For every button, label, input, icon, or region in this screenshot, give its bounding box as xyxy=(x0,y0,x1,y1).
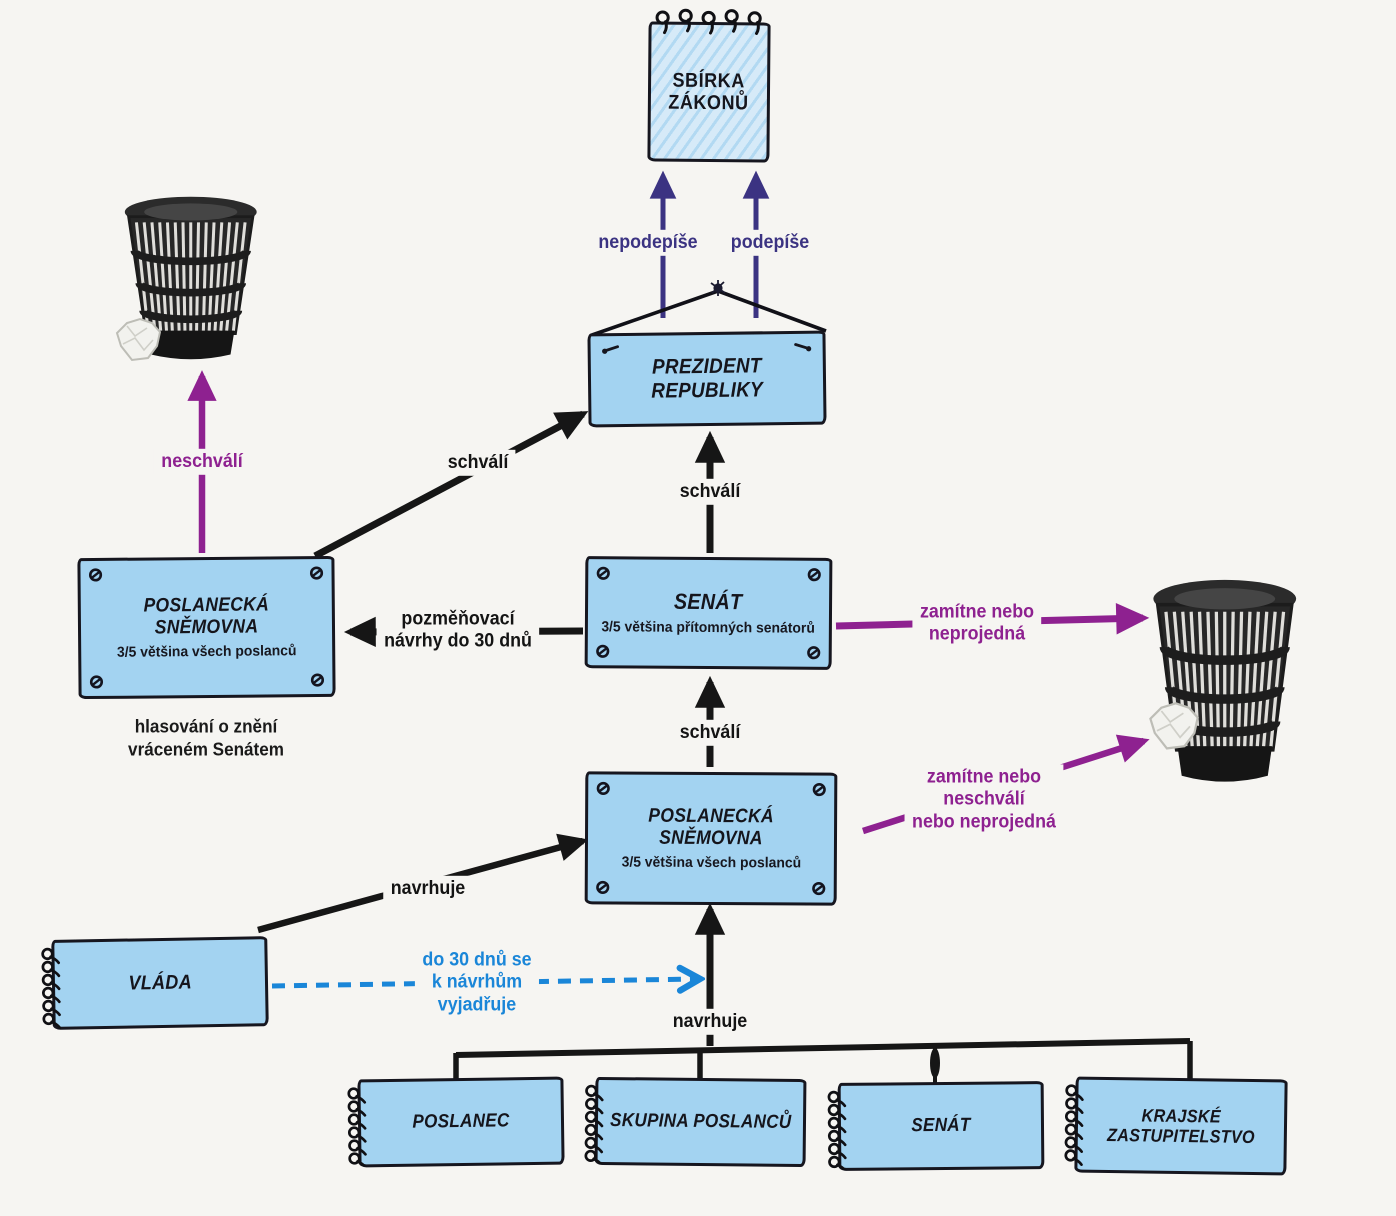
label-do-30-dnu: do 30 dnů se k návrhům vyjadřuje xyxy=(414,947,540,1019)
nail-icon xyxy=(710,280,726,296)
spiral-binding-icon xyxy=(41,947,62,1030)
node-skupina-poslancu: SKUPINA POSLANCŮ xyxy=(584,1076,807,1168)
node-prezident-republiky: PREZIDENT REPUBLIKY xyxy=(587,330,827,428)
label-schvali-senat-prezident: schválí xyxy=(672,478,748,506)
node-title: SENÁT xyxy=(674,588,743,615)
label-navrhuje-navrhovatele: navrhuje xyxy=(665,1008,755,1036)
screw-icon xyxy=(812,881,826,896)
connector-navrhovatele xyxy=(455,1038,1191,1058)
node-title: POSLANECKÁ SNĚMOVNA xyxy=(648,804,774,850)
screw-icon xyxy=(89,675,104,689)
screw-icon xyxy=(596,781,610,796)
label-zamitne-neschvali-neprojedna: zamítne nebo neschválí nebo neprojedná xyxy=(904,764,1064,836)
label-nepodepise: nepodepíše xyxy=(590,229,706,257)
node-senat-navrhovatel: SENÁT xyxy=(827,1081,1045,1171)
trash-bin-icon xyxy=(1153,580,1296,782)
node-title: KRAJSKÉ ZASTUPITELSTVO xyxy=(1106,1105,1255,1148)
label-podepise: podepíše xyxy=(723,229,817,257)
node-title: SKUPINA POSLANCŮ xyxy=(609,1110,792,1134)
screw-icon xyxy=(88,568,103,582)
label-pozmenovaci-navrhy: pozměňovací návrhy do 30 dnů xyxy=(376,606,540,656)
node-poslanec: POSLANEC xyxy=(347,1076,565,1168)
spiral-binding-icon xyxy=(1064,1084,1084,1166)
nail-icon xyxy=(600,345,620,356)
arrow-vlada-vyjadruje xyxy=(271,979,695,986)
screw-icon xyxy=(812,782,826,797)
node-subtitle: 3/5 většina přítomných senátorů xyxy=(601,619,816,637)
screw-icon xyxy=(807,646,821,660)
node-poslanecka-snemovna-horni: POSLANECKÁ SNĚMOVNA 3/5 většina všech po… xyxy=(77,555,336,700)
label-schvali-snemovna-senat: schválí xyxy=(672,719,748,747)
node-sbirka-zakonu: SBÍRKA ZÁKONŮ xyxy=(647,8,771,163)
screw-icon xyxy=(596,880,610,895)
arrow-snemovna-to-prezident xyxy=(313,410,589,560)
node-vlada: VLÁDA xyxy=(41,936,269,1030)
spiral-binding-icon xyxy=(584,1084,604,1165)
caption-hlasovani: hlasování o znění vráceném Senátem xyxy=(128,716,284,760)
node-subtitle: 3/5 většina všech poslanců xyxy=(621,854,801,872)
nail-icon xyxy=(794,342,813,353)
node-title: POSLANEC xyxy=(412,1110,510,1134)
sign-string xyxy=(591,289,827,337)
screw-icon xyxy=(310,673,325,687)
spiral-binding-icon xyxy=(827,1090,847,1171)
screw-icon xyxy=(309,566,324,580)
node-senat: SENÁT 3/5 většina přítomných senátorů xyxy=(584,556,833,670)
screw-icon xyxy=(596,644,610,658)
node-title: POSLANECKÁ SNĚMOVNA xyxy=(143,593,270,639)
node-krajske-zastupitelstvo: KRAJSKÉ ZASTUPITELSTVO xyxy=(1064,1076,1288,1176)
label-navrhuje-vlada: navrhuje xyxy=(383,875,473,903)
node-title: SBÍRKA ZÁKONŮ xyxy=(668,69,750,115)
connector-stub-senat xyxy=(930,1044,940,1086)
label-neschvali: neschválí xyxy=(153,448,251,476)
node-poslanecka-snemovna-dolni: POSLANECKÁ SNĚMOVNA 3/5 většina všech po… xyxy=(584,771,838,906)
node-title: PREZIDENT REPUBLIKY xyxy=(651,354,764,403)
node-title: VLÁDA xyxy=(128,971,192,995)
node-subtitle: 3/5 většina všech poslanců xyxy=(116,643,297,661)
screw-icon xyxy=(596,566,610,580)
screw-icon xyxy=(807,568,821,582)
node-title: SENÁT xyxy=(911,1115,971,1137)
spiral-binding-icon xyxy=(655,8,762,35)
label-schvali-snemovna-prezident: schválí xyxy=(440,449,516,477)
label-zamitne-neprojedna: zamítne nebo neprojedná xyxy=(912,599,1042,649)
spiral-binding-icon xyxy=(347,1087,367,1167)
